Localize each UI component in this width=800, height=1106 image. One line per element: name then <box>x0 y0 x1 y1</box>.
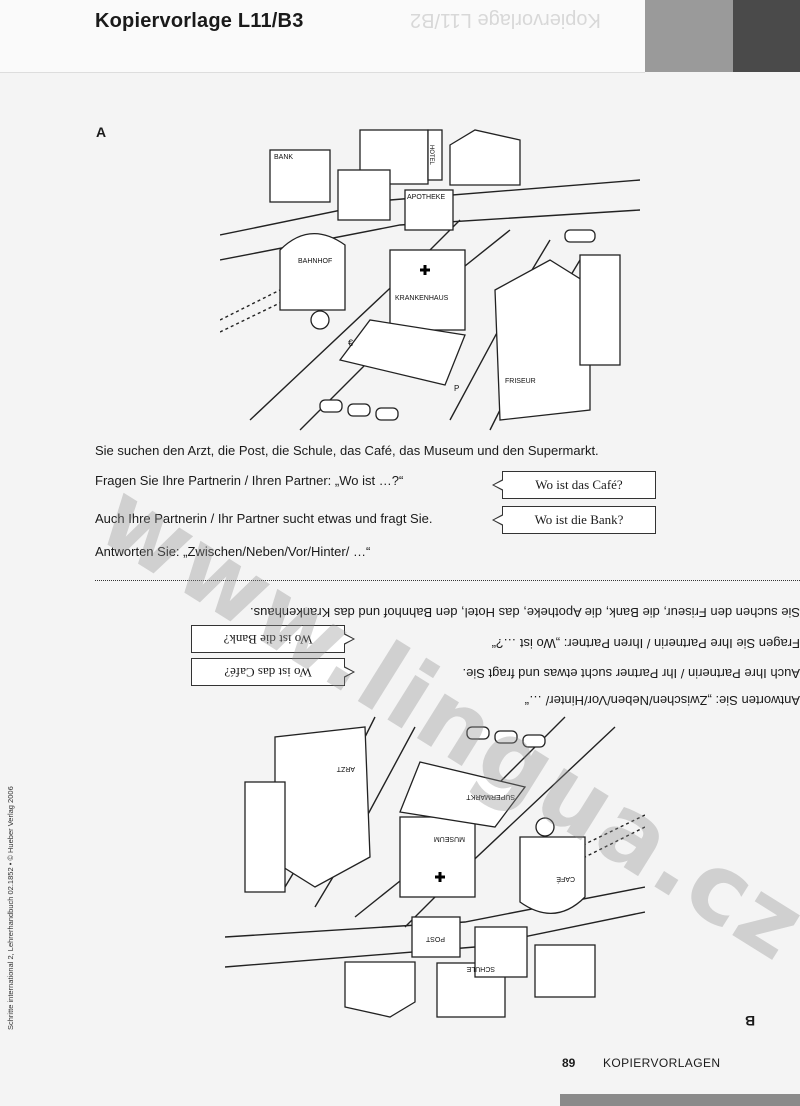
map-label-bahnhof: BAHNHOF <box>298 258 332 265</box>
map-label-euro: € <box>348 338 353 348</box>
city-map-b: SCHULE POST CAFÉ MUSEUM ARZT SUPERMARKT <box>225 716 645 1018</box>
speech-bubble-a-1-text: Wo ist das Café? <box>535 477 623 492</box>
map-label-bank: BANK <box>274 154 293 161</box>
instruction-b-4: Antworten Sie: „Zwischen/Neben/Vor/Hinte… <box>524 693 800 708</box>
instruction-a-2: Fragen Sie Ihre Partnerin / Ihren Partne… <box>95 473 404 488</box>
side-credit: Schritte international 2, Lehrerhandbuch… <box>6 700 20 1030</box>
speech-bubble-a-1: Wo ist das Café? <box>492 471 656 499</box>
header-ghost-text: Kopiervorlage L11/B2 <box>410 9 601 31</box>
footer-bar <box>560 1094 800 1106</box>
map-label-apotheke: APOTHEKE <box>407 194 445 201</box>
instruction-a-1: Sie suchen den Arzt, die Post, die Schul… <box>95 443 599 458</box>
side-credit-text: Schritte international 2, Lehrerhandbuch… <box>6 786 15 1030</box>
map-label-friseur: FRISEUR <box>505 378 536 385</box>
page-number: 89 <box>562 1056 576 1070</box>
instruction-b-2: Fragen Sie Ihre Partnerin / Ihren Partne… <box>491 636 800 651</box>
cut-line <box>95 580 800 581</box>
instruction-a-3: Auch Ihre Partnerin / Ihr Partner sucht … <box>95 511 433 526</box>
city-map-a: BANK HOTEL APOTHEKE BAHNHOF KRANKENHAUS … <box>220 129 640 431</box>
instruction-b-3: Auch Ihre Partnerin / Ihr Partner sucht … <box>462 666 800 681</box>
map-label-parking: P <box>454 384 459 393</box>
speech-bubble-a-2: Wo ist die Bank? <box>492 506 656 534</box>
instruction-a-4: Antworten Sie: „Zwischen/Neben/Vor/Hinte… <box>95 544 371 559</box>
header-grey-block <box>645 0 733 72</box>
map-label-hotel: HOTEL <box>428 145 434 166</box>
page-title: Kopiervorlage L11/B3 <box>95 10 304 32</box>
section-b-label: B <box>745 1013 756 1029</box>
map-label-cafe: CAFÉ <box>556 875 575 884</box>
map-label-museum: MUSEUM <box>434 835 465 842</box>
header-dark-block <box>733 0 800 72</box>
speech-bubble-a-2-text: Wo ist die Bank? <box>534 512 624 527</box>
map-label-supermarkt: SUPERMARKT <box>466 793 515 800</box>
header-bar <box>0 0 645 73</box>
map-label-schule: SCHULE <box>466 965 495 972</box>
section-a-label: A <box>96 124 107 140</box>
footer-section: KOPIERVORLAGEN <box>603 1056 721 1070</box>
map-label-krankenhaus: KRANKENHAUS <box>395 295 449 302</box>
map-label-arzt: ARZT <box>336 765 355 772</box>
map-label-post: POST <box>425 935 445 942</box>
